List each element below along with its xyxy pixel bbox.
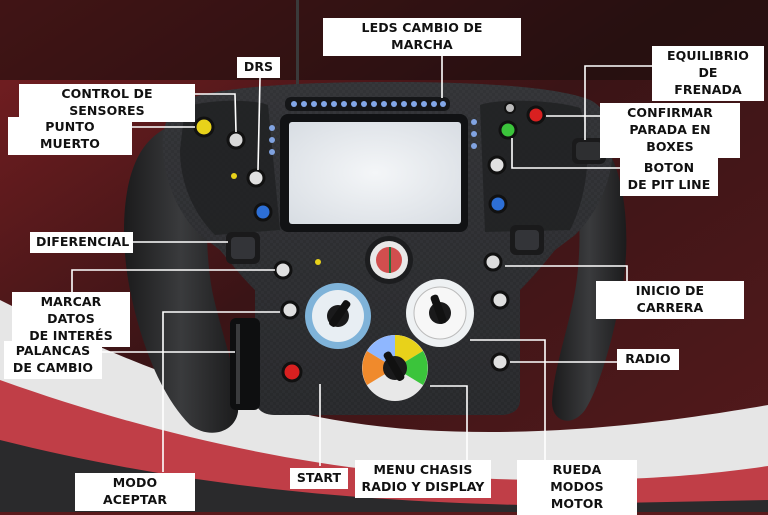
label-rueda-modos: RUEDA MODOS MOTOR (517, 460, 637, 515)
center-rotary-dial[interactable] (362, 335, 428, 401)
leader-lines (71, 38, 655, 472)
label-equilibrio-frenada: EQUILIBRIO DE FRENADA (652, 46, 764, 101)
antenna (296, 0, 299, 100)
label-control-sensores: CONTROL DE SENSORES (19, 84, 195, 122)
mark-data-button[interactable] (273, 260, 293, 280)
label-palancas-cambio: PALANCAS DE CAMBIO (4, 341, 102, 379)
small-yellow-indicator (315, 259, 321, 265)
differential-knob[interactable] (226, 232, 260, 264)
label-diferencial: DIFERENCIAL (30, 232, 133, 253)
race-start-button[interactable] (483, 252, 503, 272)
label-modo-aceptar: MODO ACEPTAR (75, 473, 195, 511)
label-radio: RADIO (617, 349, 679, 370)
alfa-romeo-logo (365, 236, 413, 284)
shift-paddle-edge (236, 324, 240, 404)
radio-button[interactable] (490, 352, 510, 372)
right-rotary-dial[interactable] (406, 279, 474, 347)
label-menu-chasis: MENU CHASIS RADIO Y DISPLAY (355, 460, 491, 498)
display-screen (289, 122, 461, 224)
confirm-pit-stop-button[interactable] (498, 120, 518, 140)
neutral-button[interactable] (193, 116, 215, 138)
brake-balance-knob[interactable] (572, 138, 606, 164)
left-grip (124, 125, 239, 433)
start-button[interactable] (281, 361, 303, 383)
sensor-control-button[interactable] (226, 130, 246, 150)
right-rotary-knob[interactable] (510, 225, 544, 255)
label-leds-cambio-marcha: LEDS CAMBIO DE MARCHA (323, 18, 521, 56)
label-marcar-datos: MARCAR DATOS DE INTERÉS (12, 292, 130, 347)
shift-paddle[interactable] (230, 318, 260, 410)
right-grip (552, 128, 627, 421)
label-boton-pit-line: BOTON DE PIT LINE (620, 158, 718, 196)
left-yellow-indicator (231, 173, 237, 179)
label-confirmar-parada: CONFIRMAR PARADA EN BOXES (600, 103, 740, 158)
label-drs: DRS (237, 57, 280, 78)
drs-button[interactable] (246, 168, 266, 188)
right-mid-button[interactable] (490, 290, 510, 310)
left-blue-button[interactable] (253, 202, 273, 222)
left-rotary-dial[interactable] (305, 283, 371, 349)
brake-balance-button[interactable] (526, 105, 546, 125)
label-punto-muerto: PUNTO MUERTO (8, 117, 132, 155)
label-start: START (290, 468, 348, 489)
accept-mode-button[interactable] (280, 300, 300, 320)
side-leds (269, 119, 477, 155)
right-blue-button[interactable] (488, 194, 508, 214)
shift-led-bar (285, 97, 450, 111)
right-top-small-button[interactable] (504, 102, 516, 114)
pit-line-button[interactable] (487, 155, 507, 175)
label-inicio-carrera: INICIO DE CARRERA (596, 281, 744, 319)
